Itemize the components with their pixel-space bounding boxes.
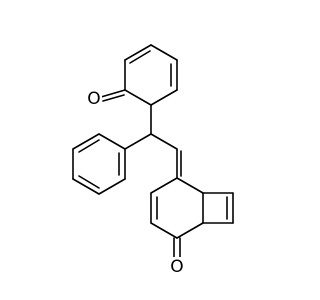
bond [98, 178, 126, 195]
bond [150, 89, 178, 106]
bond [176, 222, 204, 239]
bond [124, 133, 152, 150]
bond [72, 133, 100, 150]
bond [176, 177, 204, 194]
phenyl-ring [72, 133, 126, 195]
top-cyclohexadienone-ring [100, 44, 178, 106]
central-linker [124, 104, 182, 179]
oxygen-label-top: O [87, 89, 100, 109]
double-bond-inner [78, 139, 100, 153]
cyclobutene-ring [202, 192, 234, 224]
label-mask [169, 257, 185, 277]
chemical-structure-canvas: O O [72, 44, 234, 277]
bond [98, 133, 126, 150]
label-mask [86, 89, 102, 109]
bond [150, 222, 178, 239]
double-bond-inner [129, 50, 151, 64]
bond [124, 44, 152, 61]
carbonyl-bond [100, 89, 126, 98]
lower-cyclohexadienone-ring [150, 177, 204, 261]
bond [72, 178, 100, 195]
oxygen-label-bottom: O [170, 257, 183, 277]
carbonyl-bond [102, 94, 125, 102]
bond [124, 89, 152, 106]
double-bond-inner [78, 175, 100, 189]
bond [150, 133, 178, 150]
atom-labels: O O [86, 89, 185, 277]
bond [150, 44, 178, 61]
molecule-diagram: O O [72, 44, 234, 277]
bond [150, 177, 178, 194]
